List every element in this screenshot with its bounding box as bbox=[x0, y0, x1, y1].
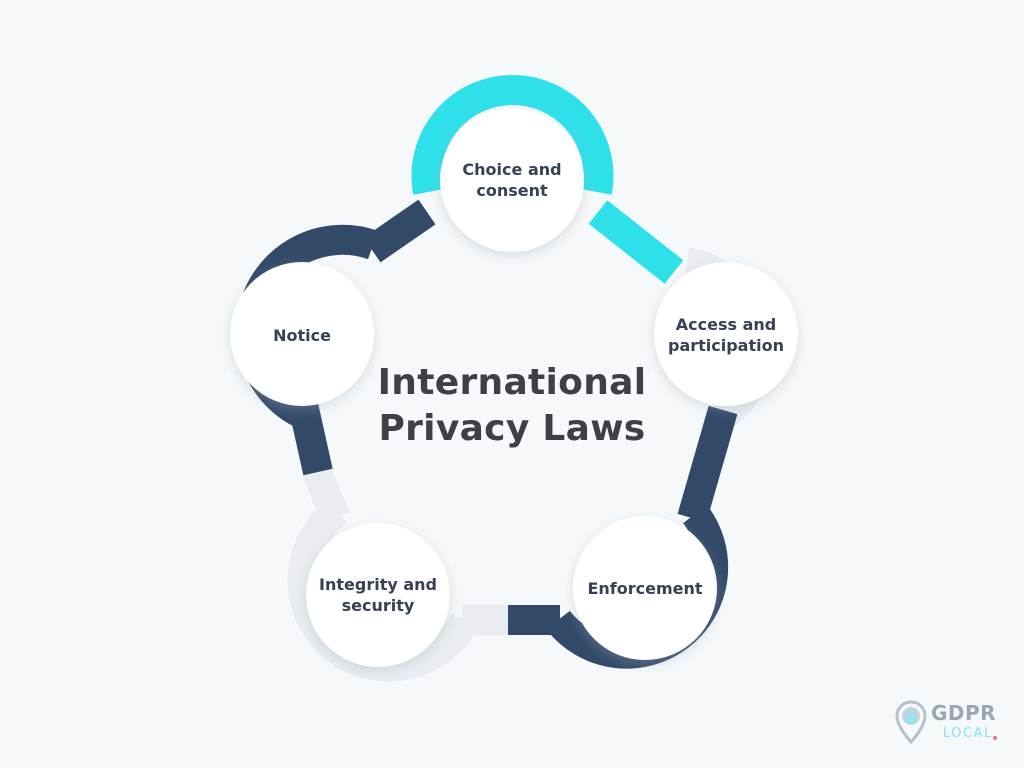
label-integrity-and-security: Integrity and security bbox=[308, 574, 448, 616]
label-choice-line2: consent bbox=[476, 181, 548, 200]
node-integrity-and-security bbox=[306, 523, 450, 667]
label-access-line1: Access and bbox=[675, 315, 777, 334]
connector-notice-integrity bbox=[287, 396, 333, 476]
center-title: International Privacy Laws bbox=[362, 360, 662, 452]
label-integrity-line2: security bbox=[341, 596, 415, 615]
lock-pin-icon bbox=[895, 700, 927, 744]
logo-word: GDPR bbox=[931, 701, 997, 725]
center-title-line2: Privacy Laws bbox=[378, 408, 646, 449]
connector-integrity-notice bbox=[302, 464, 350, 524]
connector-access-enforcement bbox=[677, 405, 738, 523]
connector-notice-choice bbox=[363, 199, 436, 263]
connector-choice-access bbox=[588, 200, 684, 284]
label-enforcement: Enforcement bbox=[575, 578, 715, 599]
gdpr-local-logo: GDPR LOCAL bbox=[895, 700, 1005, 746]
label-access-and-participation: Access and participation bbox=[656, 314, 796, 356]
ring-arc-choice bbox=[411, 75, 614, 195]
node-enforcement bbox=[573, 516, 717, 660]
node-access-and-participation bbox=[654, 262, 798, 406]
logo-sub: LOCAL bbox=[943, 726, 993, 741]
center-title-line1: International bbox=[377, 362, 647, 403]
label-access-line2: participation bbox=[667, 336, 784, 355]
label-enforcement-line1: Enforcement bbox=[587, 579, 703, 598]
label-choice-and-consent: Choice and consent bbox=[442, 159, 582, 201]
label-notice-line1: Notice bbox=[273, 326, 331, 345]
label-integrity-line1: Integrity and bbox=[319, 575, 437, 594]
node-choice-and-consent bbox=[440, 108, 584, 252]
label-notice: Notice bbox=[232, 325, 372, 346]
node-notice bbox=[230, 262, 374, 406]
label-choice-line1: Choice and bbox=[462, 160, 562, 179]
logo-dot bbox=[993, 736, 997, 740]
